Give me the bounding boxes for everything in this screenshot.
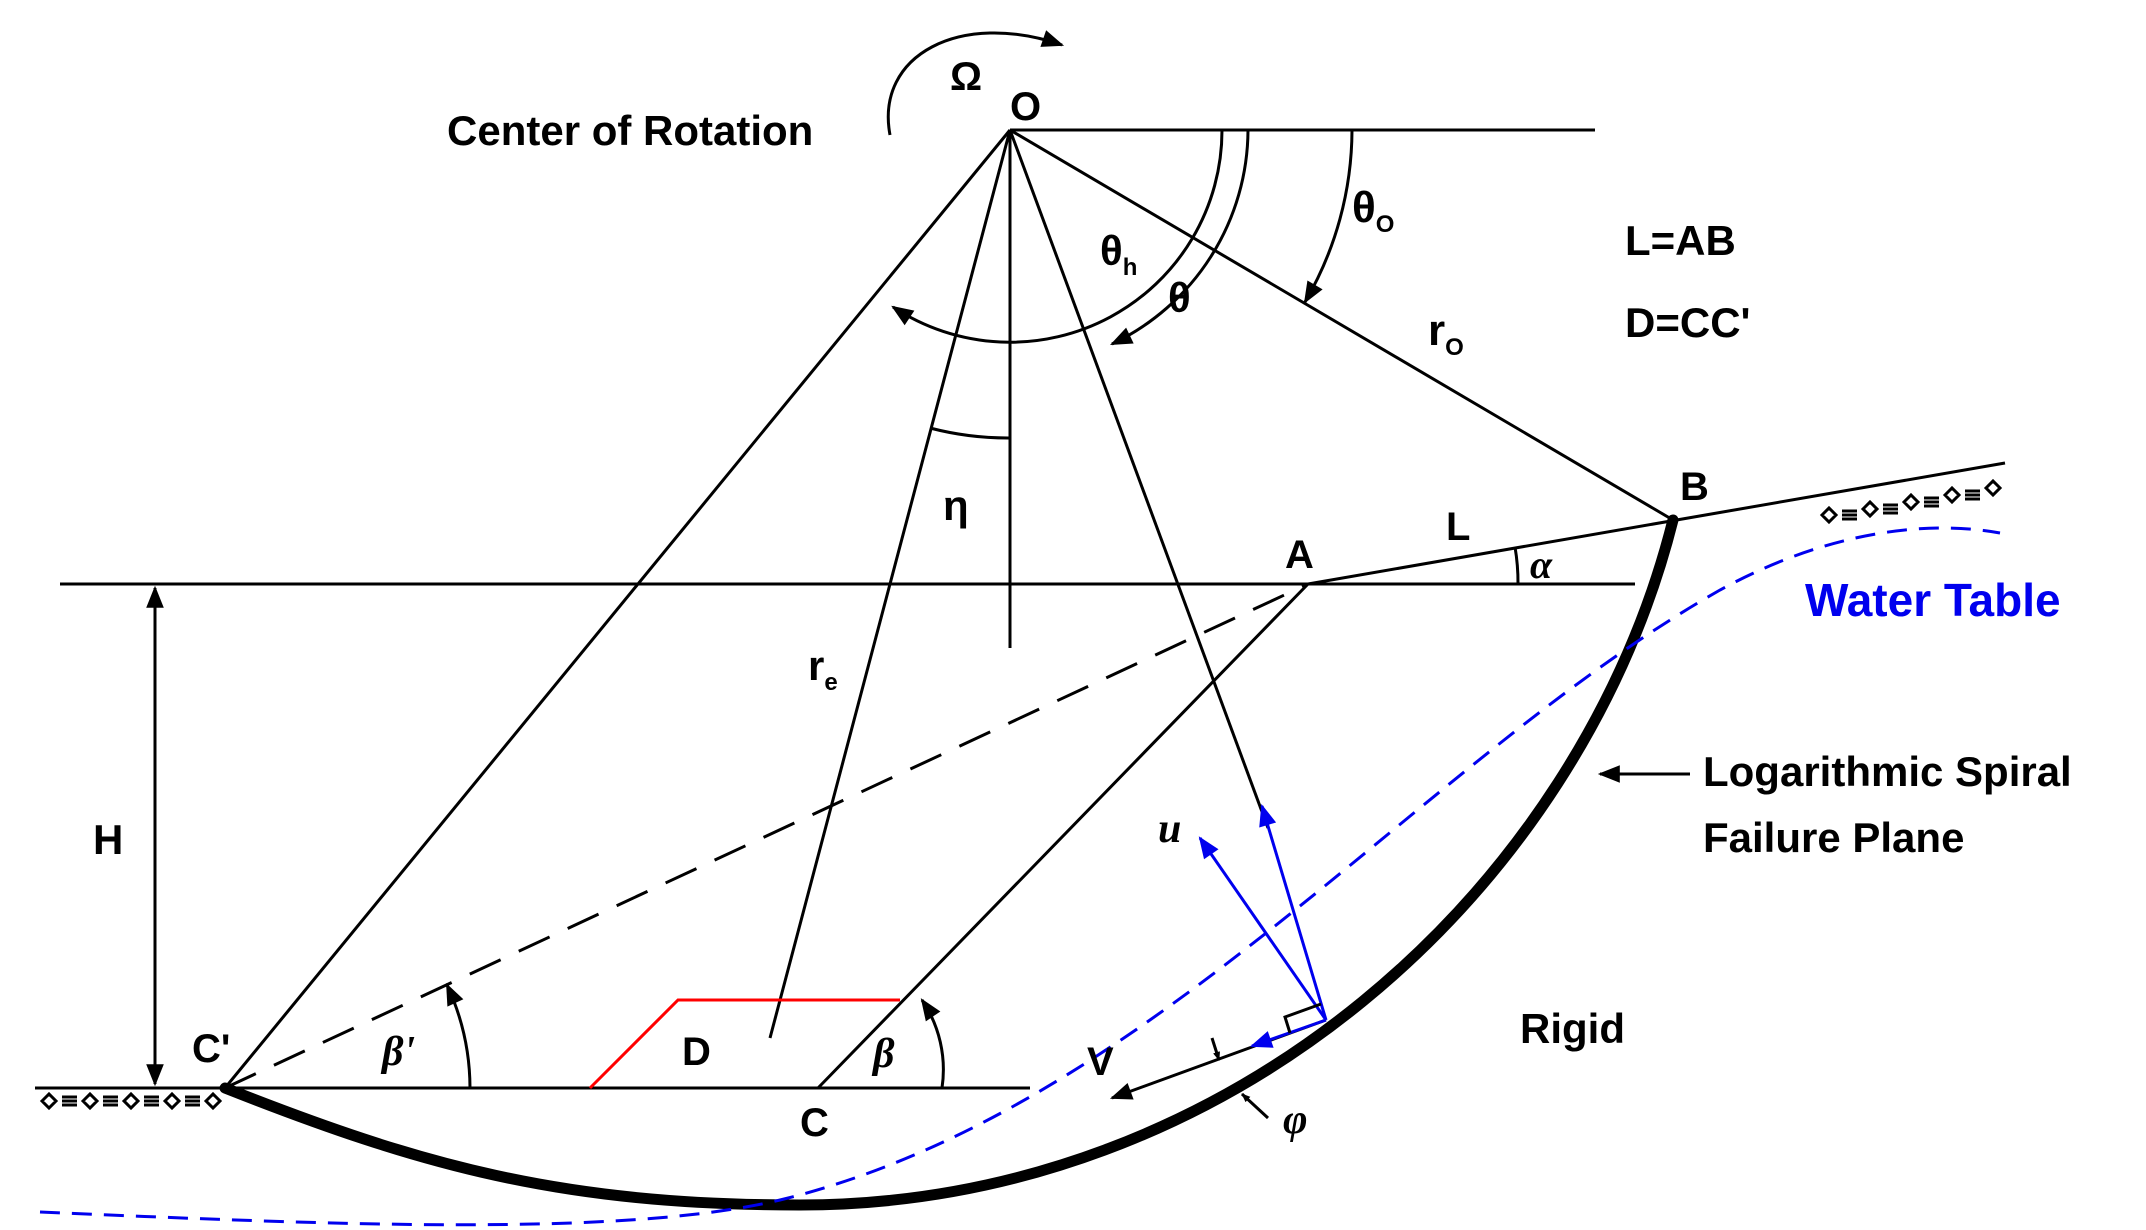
- ro-subscript: O: [1445, 334, 1464, 361]
- angle-arc-beta: [920, 998, 945, 1089]
- phi-tick-arrow: [1210, 1037, 1221, 1061]
- center-of-rotation-label: Center of Rotation: [447, 107, 813, 154]
- length-l-label: L: [1446, 505, 1470, 549]
- point-c-prime-label: C': [192, 1027, 230, 1071]
- theta-o-subscript: O: [1376, 211, 1395, 238]
- angle-arc-theta: [1110, 129, 1250, 346]
- phi-label: φ: [1283, 1097, 1308, 1143]
- log-spiral-failure-plane: [219, 514, 1679, 1211]
- log-spiral-label-line2: Failure Plane: [1703, 814, 1964, 861]
- ro-symbol: r: [1428, 306, 1445, 355]
- angle-arc-eta: [929, 426, 1011, 440]
- point-a-label: A: [1285, 533, 1314, 577]
- radius-ro: [1009, 128, 1674, 522]
- theta-h-symbol: θ: [1100, 227, 1123, 274]
- log-spiral-label-line1: Logarithmic Spiral: [1703, 748, 2072, 795]
- phi-pointer-arrow: [1240, 1092, 1270, 1120]
- re-subscript: e: [824, 669, 837, 696]
- angle-arc-theta-h: [891, 129, 1224, 344]
- angle-arc-alpha: [1513, 546, 1520, 585]
- theta-o-label: θO: [1352, 183, 1394, 238]
- slope-face-ac: [816, 582, 1310, 1090]
- water-table-label: Water Table: [1805, 574, 2061, 626]
- rotation-arrow: [886, 30, 1065, 136]
- point-o-label: O: [1010, 85, 1041, 129]
- rock-hatch-right: [1819, 478, 2003, 525]
- alpha-label: α: [1530, 542, 1553, 587]
- point-b-label: B: [1680, 465, 1709, 509]
- right-angle-marker: [1283, 1002, 1322, 1034]
- theta-label: θ: [1168, 274, 1191, 321]
- blue-vector-radial: [1259, 803, 1328, 1021]
- radius-theta: [1008, 129, 1270, 829]
- radius-re: [768, 129, 1012, 1039]
- ro-label: rO: [1428, 306, 1464, 361]
- theta-o-symbol: θ: [1352, 183, 1376, 232]
- rock-hatch-left: [39, 1091, 223, 1111]
- velocity-v-label: V: [1087, 1040, 1114, 1084]
- re-symbol: r: [808, 642, 824, 689]
- u-vector-label: u: [1158, 806, 1181, 852]
- water-table-line: [39, 526, 2001, 1227]
- upper-slope-surface: [1307, 461, 2006, 586]
- omega-label: Ω: [950, 55, 982, 99]
- point-c-label: C: [800, 1101, 829, 1145]
- height-h-label: H: [93, 816, 123, 863]
- eta-label: η: [943, 482, 969, 529]
- blue-vector-u: [1198, 836, 1328, 1021]
- beta-label: β: [871, 1031, 895, 1077]
- d-equals-cc-label: D=CC': [1625, 299, 1751, 346]
- crack-outline: [588, 998, 900, 1090]
- theta-h-label: θh: [1100, 227, 1137, 281]
- equivalent-slope-dashed: [224, 582, 1309, 1090]
- l-equals-ab-label: L=AB: [1625, 217, 1736, 264]
- theta-h-subscript: h: [1123, 254, 1138, 281]
- crack-depth-d-label: D: [682, 1030, 711, 1074]
- re-label: re: [808, 642, 838, 696]
- radius-oc-prime: [223, 129, 1012, 1089]
- rigid-label: Rigid: [1520, 1005, 1625, 1052]
- angle-arc-theta-o: [1303, 129, 1354, 304]
- beta-prime-label: β': [380, 1029, 415, 1075]
- angle-arc-beta-prime: [445, 983, 472, 1089]
